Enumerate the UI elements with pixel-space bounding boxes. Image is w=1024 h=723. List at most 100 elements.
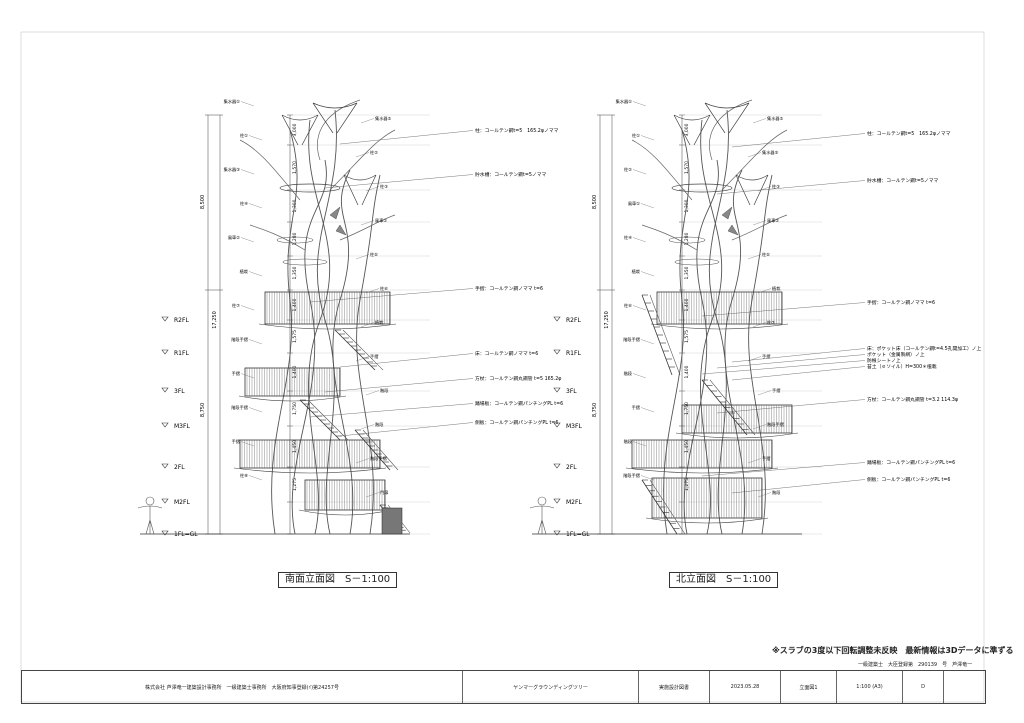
- dimension-label: 1,275: [684, 478, 690, 491]
- callout-leader: [701, 302, 866, 317]
- floor-band: [244, 367, 341, 397]
- leader-line: [632, 441, 647, 447]
- reservoir-tank: [671, 183, 733, 193]
- title-block-blank: [944, 671, 985, 703]
- element-label: 風車①: [628, 200, 640, 207]
- leader-line: [752, 322, 767, 328]
- element-label: 風車①: [375, 217, 387, 224]
- column-curve: [724, 169, 746, 535]
- element-label: 階段手摺: [231, 336, 248, 343]
- level-label: 2FL: [174, 464, 185, 471]
- element-label: 階段手摺: [623, 472, 640, 479]
- branch-curve: [329, 129, 396, 191]
- element-label: 集水器①: [224, 98, 241, 105]
- column-curve: [748, 174, 773, 535]
- project-name: ヤンマーグラウンディングツリー: [463, 671, 639, 703]
- element-label: 柱⑥: [624, 302, 632, 309]
- leader-line: [248, 407, 263, 413]
- branch-curve: [709, 99, 753, 161]
- level-marker-icon: [161, 316, 169, 322]
- material-callout: 柱：コールテン鋼t=5 165.2φノママ: [475, 127, 559, 134]
- leader-line: [757, 288, 772, 294]
- element-label: 階段: [380, 387, 389, 394]
- material-callout: 貯水槽：コールテン鋼t=5ノママ: [475, 171, 547, 178]
- dimension-label: 1,280: [292, 232, 298, 245]
- floor-band: [304, 479, 386, 511]
- leader-line: [355, 152, 370, 158]
- water-collector-icon: [704, 102, 750, 134]
- slab-edge: [645, 517, 769, 524]
- leader-line: [248, 475, 263, 481]
- leader-line: [757, 390, 772, 396]
- dimension-label: 3,000: [684, 123, 690, 136]
- callout-leader: [716, 399, 866, 414]
- element-label: 柱④: [240, 200, 248, 207]
- element-label: 植栽: [772, 285, 781, 292]
- element-label: 風車②: [767, 217, 779, 224]
- stair-stringer: [649, 294, 681, 376]
- level-label: 3FL: [174, 388, 185, 395]
- callout-leader: [309, 403, 474, 418]
- column-curve: [271, 129, 298, 535]
- leader-line: [240, 373, 255, 379]
- sheet-border: [20, 31, 985, 703]
- sheet-number: D: [903, 671, 944, 703]
- leader-line: [365, 492, 380, 498]
- dimension-label: 1,280: [684, 232, 690, 245]
- entrance-gate: [381, 507, 403, 535]
- level-label: M3FL: [566, 423, 582, 430]
- stair-stringer: [299, 399, 341, 441]
- stair-stringer: [641, 479, 678, 535]
- element-label: 柱⑥: [380, 285, 388, 292]
- element-label: 柱①: [632, 132, 640, 139]
- leader-line: [248, 203, 263, 209]
- leader-line: [240, 305, 255, 311]
- leader-line: [248, 135, 263, 141]
- callout-leader: [309, 288, 474, 303]
- element-label: 階段手摺: [370, 455, 387, 462]
- leader-line: [240, 441, 255, 447]
- stair-stringer: [701, 379, 748, 436]
- leader-line: [640, 135, 655, 141]
- stair-stringer: [354, 429, 391, 471]
- level-marker-icon: [553, 316, 561, 322]
- dimension-label: 1,750: [292, 402, 298, 415]
- dimension-label: 1,400: [684, 365, 690, 378]
- office-name: 株式会社 芦澤竜一建築設計事務所 一級建築士事務所 大阪府知事登録(ｲ)第242…: [22, 671, 463, 703]
- leader-line: [365, 390, 380, 396]
- dimension-label: 1,750: [684, 402, 690, 415]
- level-label: M2FL: [566, 499, 582, 506]
- leader-line: [240, 169, 255, 175]
- slab-edge: [675, 432, 799, 439]
- floor-band: [681, 404, 793, 434]
- stair-stringer: [709, 379, 756, 436]
- dimension-label: 8,500: [200, 195, 206, 209]
- level-label: 1FL=GL: [566, 531, 590, 538]
- branch-curve: [731, 214, 788, 241]
- callout-leader: [716, 180, 866, 195]
- column-curve: [700, 119, 723, 535]
- element-label: 手摺: [762, 353, 770, 360]
- dimension-label: 17,250: [604, 311, 610, 329]
- north-elevation-caption: 北立面図 S－1:100: [669, 572, 779, 588]
- element-label: 階段: [375, 421, 384, 428]
- planter-disc: [276, 236, 314, 244]
- element-label: 集水器②: [767, 115, 784, 122]
- slab-edge: [650, 323, 789, 330]
- planter-disc: [674, 258, 720, 266]
- branch-curve: [339, 214, 396, 241]
- dimension-label: 3,000: [292, 123, 298, 136]
- level-label: R2FL: [566, 317, 581, 324]
- callout-leader: [731, 366, 866, 381]
- callout-leader: [339, 422, 474, 437]
- material-callout: 踊場板：コールテン鋼パンチングPL t=6: [475, 400, 563, 407]
- south-elevation: 8,50017,2508,7503,0001,5701,3001,2801,35…: [137, 98, 563, 538]
- element-label: 集水器③: [224, 166, 241, 173]
- material-callout: 防根シートノ上: [867, 357, 901, 364]
- leader-line: [757, 492, 772, 498]
- dimension-label: 1,350: [292, 266, 298, 279]
- leader-line: [355, 458, 370, 464]
- leader-line: [360, 118, 375, 124]
- slab-edge: [258, 323, 397, 330]
- dimension-label: 1,400: [292, 365, 298, 378]
